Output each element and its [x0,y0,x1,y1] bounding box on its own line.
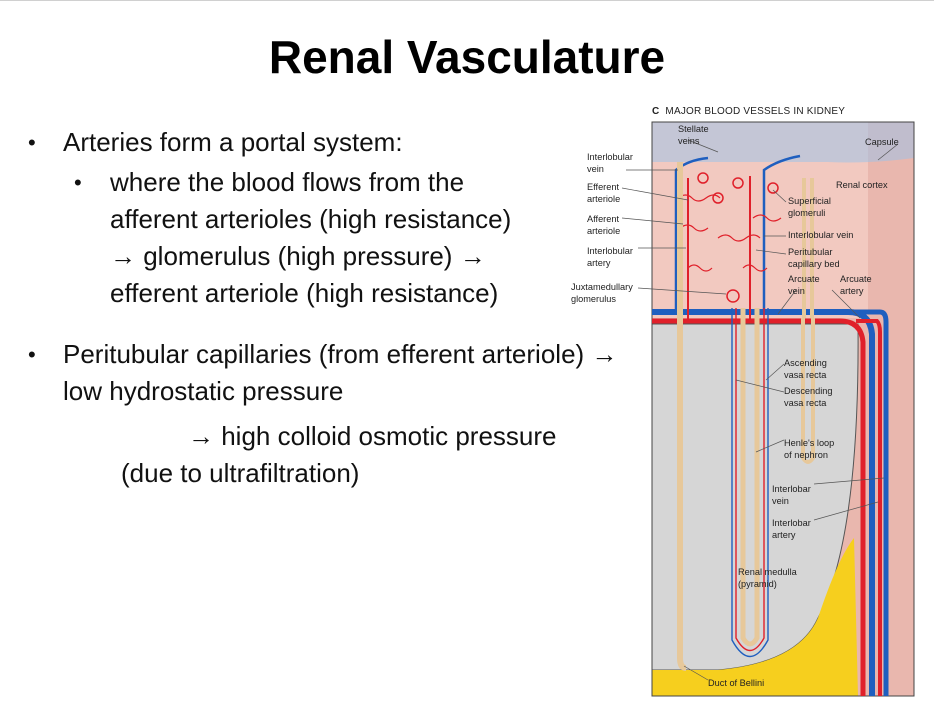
figure-caption-text: MAJOR BLOOD VESSELS IN KIDNEY [665,106,846,117]
henle-loop [740,308,760,647]
label-arcuate-vein-2: vein [788,286,805,296]
interlobar-artery-line [856,319,882,696]
label-interlobular-vein-2: vein [587,164,604,174]
sub-bullet-item: • where the blood flows from the afferen… [28,164,540,312]
interlobular-vein-line [762,154,801,312]
bullet-dot-icon: • [74,170,82,195]
bullet-text: Peritubular capillaries (from efferent a… [63,339,618,406]
label-interlobar-vein: Interlobar [772,484,811,494]
label-stellate-veins-2: veins [678,136,700,146]
label-peritubular-capillary-bed-2: capillary bed [788,259,840,269]
top-rule [0,0,934,1]
label-interlobar-vein-2: vein [772,496,789,506]
label-efferent-arteriole: Efferent [587,182,619,192]
label-interlobular-artery: Interlobular [587,246,633,256]
label-superficial-glomeruli-2: glomeruli [788,208,825,218]
label-interlobular-vein-right: Interlobular vein [788,230,853,240]
label-afferent-arteriole-2: arteriole [587,226,620,236]
label-capsule: Capsule [865,137,899,147]
label-renal-cortex: Renal cortex [836,180,888,190]
label-arcuate-vein: Arcuate [788,274,820,284]
label-descending-vasa-recta: Descending [784,386,833,396]
descending-vasa-recta [735,308,765,652]
label-henles-loop: Henle's loop [784,438,834,448]
slide-title: Renal Vasculature [268,31,666,83]
bullet-dot-icon: • [28,130,36,155]
glomerulus [697,172,709,184]
label-interlobar-artery-2: artery [772,530,796,540]
bullet-list: • Arteries form a portal system: • where… [28,124,618,492]
label-duct-of-bellini: Duct of Bellini [708,678,764,688]
bullet-dot-icon: • [28,342,36,367]
figure-letter: C [652,106,660,117]
continuation-line: (due to ultrafiltration) [121,458,360,488]
label-arcuate-artery: Arcuate [840,274,872,284]
stellate-region [652,122,914,163]
label-peritubular-capillary-bed: Peritubular [788,247,832,257]
interlobar-vein-line [846,309,889,696]
kidney-vessel-diagram: Stellate veins Capsule Interlobular vein… [571,121,915,697]
juxtamedullary-glomerulus [726,289,740,303]
sub-bullet-text: where the blood flows from the afferent … [110,167,512,308]
glomerulus [767,182,779,194]
label-ascending-vasa-recta-2: vasa recta [784,370,827,380]
label-efferent-arteriole-2: arteriole [587,194,620,204]
label-juxtamedullary-glomerulus-2: glomerulus [571,294,616,304]
label-descending-vasa-recta-2: vasa recta [784,398,827,408]
label-ascending-vasa-recta: Ascending [784,358,827,368]
label-henles-loop-2: of nephron [784,450,828,460]
arcuate-artery-line [652,318,866,696]
glomerulus [732,177,744,189]
label-interlobular-vein: Interlobular [587,152,633,162]
bullet-item: • Peritubular capillaries (from efferent… [28,336,618,492]
label-renal-medulla: Renal medulla [738,567,798,577]
label-arcuate-artery-2: artery [840,286,864,296]
leader-lines [621,139,899,681]
duct-of-bellini-region [652,538,858,696]
continuation-line: → high colloid osmotic pressure [188,421,557,451]
henle-loop-short [801,318,815,464]
collecting-duct [677,162,687,671]
label-afferent-arteriole: Afferent [587,214,619,224]
label-stellate-veins: Stellate [678,124,709,134]
label-juxtamedullary-glomerulus: Juxtamedullary [571,282,633,292]
figure-caption: C MAJOR BLOOD VESSELS IN KIDNEY [652,106,845,117]
figure-frame [651,121,915,697]
ascending-vasa-recta [731,308,769,658]
glomerulus [712,192,724,204]
peritubular-capillaries [677,194,782,272]
bullet-item: • Arteries form a portal system: [28,124,618,161]
bullet-text: Arteries form a portal system: [63,127,403,157]
cortical-tubule [802,178,814,318]
label-renal-medulla-2: (pyramid) [738,579,777,589]
label-interlobular-artery-2: artery [587,258,611,268]
label-interlobar-artery: Interlobar [772,518,811,528]
label-superficial-glomeruli: Superficial [788,196,831,206]
